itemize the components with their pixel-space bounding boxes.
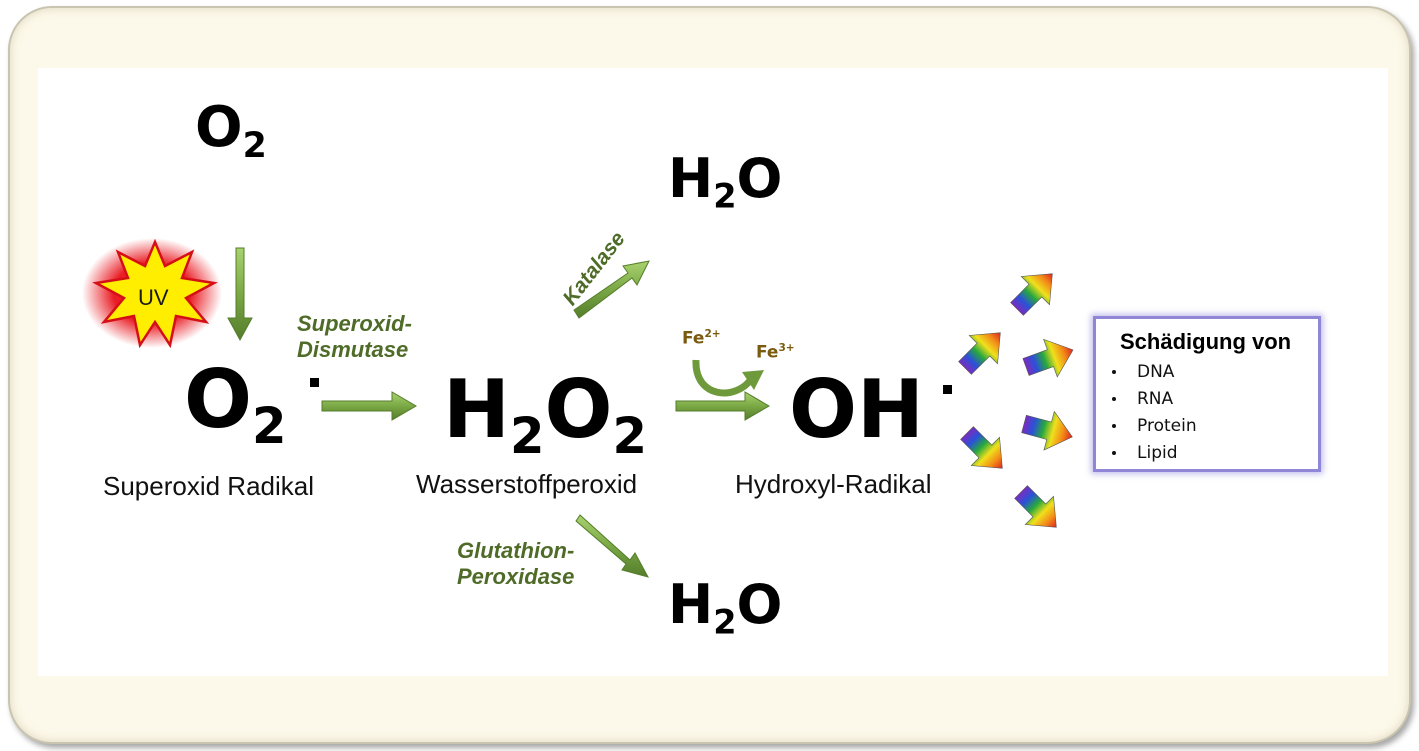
peroxide-formula: H2O2 bbox=[443, 370, 647, 461]
gpx-line-2: Peroxidase bbox=[457, 564, 575, 590]
fe3-symbol: Fe bbox=[756, 342, 779, 363]
o2-subscript: 2 bbox=[242, 126, 267, 167]
gpx-line-1: Glutathion- bbox=[457, 538, 575, 563]
superoxide-symbol: O bbox=[184, 353, 253, 446]
rainbow-arrow-2 bbox=[950, 318, 1015, 383]
peroxide-name: Wasserstoffperoxid bbox=[416, 469, 638, 499]
fe3-label: Fe3+ bbox=[756, 342, 795, 363]
hydroxyl-name: Hydroxyl-Radikal bbox=[735, 469, 932, 499]
damage-item-label: Lipid bbox=[1137, 443, 1178, 463]
arrow-superoxide-to-peroxide bbox=[321, 391, 417, 421]
fe2-charge: 2+ bbox=[704, 328, 721, 340]
water-top-h: H bbox=[668, 147, 714, 210]
water-bottom-h: H bbox=[668, 573, 714, 636]
rainbow-arrow-3 bbox=[1018, 330, 1081, 387]
sod-line-2: Dismutase bbox=[297, 337, 409, 363]
superoxide-name: Superoxid Radikal bbox=[103, 471, 315, 501]
fe2-symbol: Fe bbox=[682, 328, 705, 349]
rainbow-arrow-4 bbox=[1018, 404, 1078, 457]
water-bottom-o: O bbox=[736, 573, 783, 636]
water-bottom-formula: H2O bbox=[668, 578, 782, 639]
damage-item: Protein bbox=[1112, 413, 1197, 440]
rainbow-arrow-5 bbox=[952, 418, 1017, 483]
water-top-subscript: 2 bbox=[713, 176, 737, 216]
hydroxyl-formula: OH bbox=[789, 363, 924, 456]
hydroxyl-radical-dot bbox=[943, 385, 952, 394]
bullet bbox=[1112, 397, 1116, 401]
water-top-formula: H2O bbox=[668, 152, 782, 213]
uv-burst bbox=[82, 238, 222, 349]
o2-formula: O2 bbox=[195, 100, 267, 164]
peroxide-sub-1: 2 bbox=[509, 406, 545, 465]
peroxide-h: H bbox=[443, 363, 510, 456]
arrow-peroxide-to-hydroxyl bbox=[675, 391, 770, 421]
damage-item: Lipid bbox=[1112, 440, 1197, 467]
fe2-label: Fe2+ bbox=[682, 328, 721, 349]
enzyme-superoxide-dismutase: Superoxid- Dismutase bbox=[297, 311, 412, 364]
enzyme-glutathion-peroxidase: Glutathion- Peroxidase bbox=[457, 538, 574, 591]
arrow-o2-to-superoxide bbox=[227, 247, 253, 342]
arrow-glutathion-peroxidase bbox=[575, 514, 649, 578]
bullet bbox=[1112, 424, 1116, 428]
rainbow-arrow-6 bbox=[1006, 477, 1071, 542]
damage-title: Schädigung von bbox=[1120, 329, 1292, 354]
bullet bbox=[1112, 451, 1116, 455]
o2-symbol: O bbox=[195, 95, 243, 160]
arrow-catalase bbox=[573, 260, 650, 319]
damage-item-label: DNA bbox=[1137, 362, 1175, 382]
rainbow-arrow-1 bbox=[1002, 259, 1067, 324]
arrow-fe-cycle bbox=[692, 359, 755, 397]
bullet bbox=[1112, 370, 1116, 374]
superoxide-radical-dot bbox=[310, 378, 319, 387]
damage-item: RNA bbox=[1112, 386, 1197, 413]
superoxide-subscript: 2 bbox=[252, 396, 287, 455]
water-bottom-subscript: 2 bbox=[713, 602, 737, 642]
damage-item-label: RNA bbox=[1137, 389, 1174, 409]
damage-list: DNA RNA Protein Lipid bbox=[1112, 359, 1197, 467]
uv-label: UV bbox=[138, 285, 169, 310]
superoxide-formula: O2 bbox=[184, 360, 287, 451]
sod-line-1: Superoxid- bbox=[297, 311, 412, 336]
fe3-charge: 3+ bbox=[778, 342, 795, 354]
peroxide-sub-2: 2 bbox=[612, 406, 647, 465]
damage-item-label: Protein bbox=[1137, 416, 1197, 436]
damage-item: DNA bbox=[1112, 359, 1197, 386]
peroxide-o: O bbox=[544, 363, 613, 456]
damage-box: Schädigung von DNA RNA Protein Lipid bbox=[1093, 316, 1321, 472]
water-top-o: O bbox=[736, 147, 783, 210]
arrow-fe-cycle-head bbox=[742, 370, 764, 390]
